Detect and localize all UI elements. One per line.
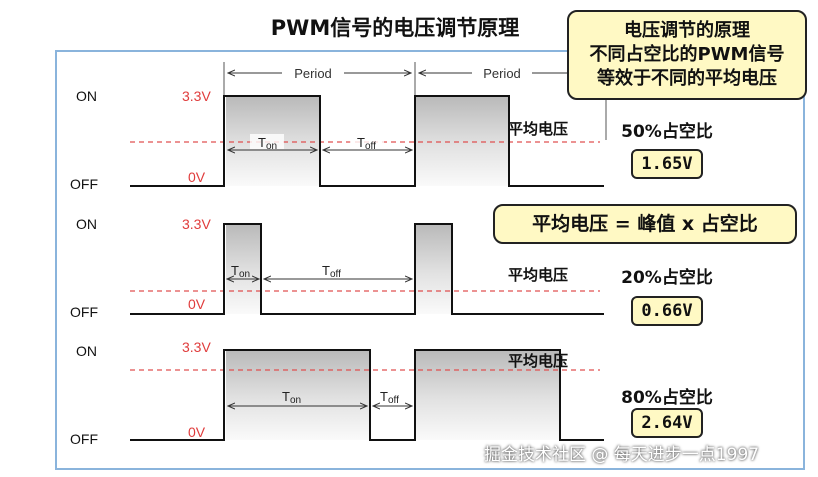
v-low-label-2: 0V (188, 296, 206, 312)
period-label-2: Period (483, 66, 521, 81)
diagram-frame (55, 50, 805, 470)
t-on-label-1: Ton (258, 135, 277, 152)
pwm-signal (130, 223, 604, 315)
duty-label-80: 80%占空比 (621, 388, 713, 408)
pulse-fill (226, 350, 370, 440)
off-label-2: OFF (70, 304, 98, 320)
v-low-label-3: 0V (188, 424, 206, 440)
pwm-signal (130, 95, 604, 187)
pulse-fill (416, 224, 452, 314)
on-label-3: ON (76, 343, 97, 359)
avg-value-80: 2.64V (631, 408, 703, 438)
period-label-1: Period (294, 66, 332, 81)
avg-value-50: 1.65V (631, 149, 703, 179)
waveform-50: ON OFF 3.3V 0V Ton Toff (70, 88, 604, 192)
v-high-label-1: 3.3V (182, 88, 211, 104)
t-off-label-3: Toff (380, 389, 399, 406)
avg-voltage-label-1: 平均电压 (508, 120, 569, 138)
pwm-signal (130, 349, 604, 441)
on-label-2: ON (76, 216, 97, 232)
t-on-label-2: Ton (231, 263, 250, 280)
principle-callout: 电压调节的原理 不同占空比的PWM信号 等效于不同的平均电压 (567, 10, 807, 100)
pulse-fill (416, 96, 509, 186)
callout-line-3: 等效于不同的平均电压 (597, 68, 777, 89)
v-high-label-2: 3.3V (182, 216, 211, 232)
t-on-label-3: Ton (282, 389, 301, 406)
callout-line-2: 不同占空比的PWM信号 (589, 44, 785, 65)
duty-label-20: 20%占空比 (621, 268, 713, 288)
pulse-fill (416, 350, 560, 440)
pulse-fill (226, 224, 261, 314)
avg-voltage-label-2: 平均电压 (508, 266, 569, 284)
v-low-label-1: 0V (188, 169, 206, 185)
avg-voltage-label-3: 平均电压 (508, 352, 569, 370)
watermark: 掘金技术社区 @ 每天进步一点1997 (484, 445, 760, 465)
page-title: PWM信号的电压调节原理 (270, 16, 520, 40)
waveform-20: ON OFF 3.3V 0V Ton Toff (70, 216, 604, 320)
off-label-1: OFF (70, 176, 98, 192)
v-high-label-3: 3.3V (182, 339, 211, 355)
avg-value-20: 0.66V (631, 296, 703, 326)
t-off-label-1: Toff (357, 135, 376, 152)
t-off-label-2: Toff (322, 263, 341, 280)
callout-line-1: 电压调节的原理 (624, 20, 750, 41)
off-label-3: OFF (70, 431, 98, 447)
formula-callout: 平均电压 = 峰值 x 占空比 (493, 204, 797, 244)
on-label-1: ON (76, 88, 97, 104)
duty-label-50: 50%占空比 (621, 122, 713, 142)
waveform-80: ON OFF 3.3V 0V Ton Toff (70, 339, 604, 447)
